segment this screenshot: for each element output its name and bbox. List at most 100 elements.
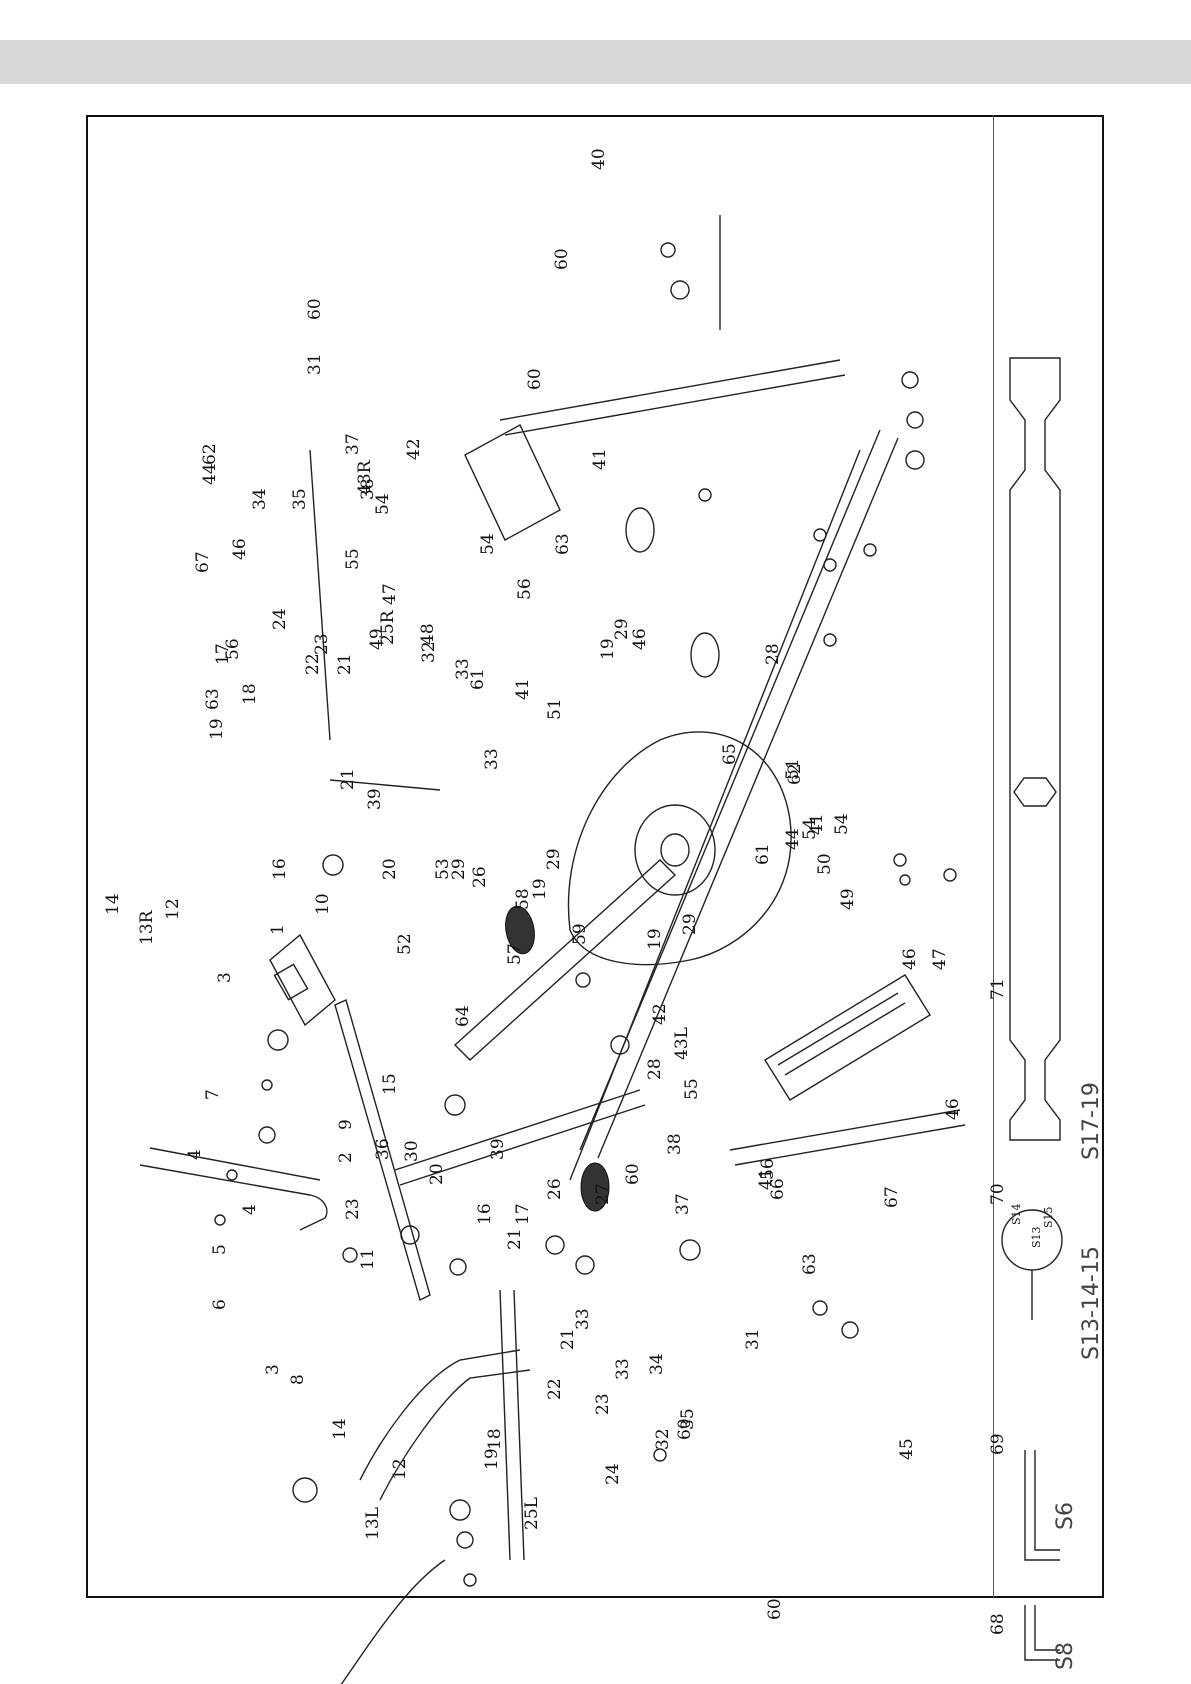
part-label-16-1: 16: [270, 858, 290, 880]
part-label-22-1: 22: [303, 653, 323, 675]
part-label-14-1: 14: [103, 893, 123, 915]
part-label-47-1: 47: [380, 583, 400, 605]
tool-number-70: 70: [988, 1183, 1008, 1205]
part-label-22-2: 22: [545, 1378, 565, 1400]
part-label-3-1: 3: [215, 972, 235, 983]
part-label-10-1: 10: [313, 893, 333, 915]
part-label-60-3: 60: [552, 248, 572, 270]
part-label-67-2: 67: [882, 1186, 902, 1208]
part-label-38-1: 38: [358, 478, 378, 500]
part-number-labels: 123344567891011121213L13R141415161617171…: [103, 148, 963, 1620]
part-label-56-3: 56: [758, 1158, 778, 1180]
part-label-38-2: 38: [665, 1133, 685, 1155]
part-label-31-2: 31: [743, 1328, 763, 1350]
part-label-11-1: 11: [358, 1248, 378, 1270]
part-label-17-1: 17: [213, 643, 233, 665]
part-label-59-1: 59: [570, 923, 590, 945]
part-label-46-4: 46: [943, 1098, 963, 1120]
part-label-49-2: 49: [838, 888, 858, 910]
part-label-32-2: 32: [653, 1428, 673, 1450]
part-label-19-4: 19: [530, 878, 550, 900]
part-label-6-1: 6: [210, 1299, 230, 1310]
part-label-43l-1: 43L: [672, 1027, 692, 1060]
part-label-34-1: 34: [250, 488, 270, 510]
part-label-27-1: 27: [593, 1183, 613, 1205]
part-label-46-3: 46: [900, 948, 920, 970]
part-label-65-1: 65: [720, 743, 740, 765]
part-label-8-1: 8: [288, 1374, 308, 1385]
part-label-9-1: 9: [336, 1119, 356, 1130]
part-label-25r-1: 25R: [378, 609, 398, 645]
part-label-20-1: 20: [380, 858, 400, 880]
part-label-37-2: 37: [673, 1193, 693, 1215]
part-label-66-1: 66: [768, 1178, 788, 1200]
part-label-67-1: 67: [193, 551, 213, 573]
part-label-41-2: 41: [590, 448, 610, 470]
tool-drawings: [1001, 357, 1063, 1661]
part-label-21-1: 21: [335, 653, 355, 675]
tool-head-label-s14: S14: [1010, 1203, 1023, 1225]
part-label-26-1: 26: [470, 866, 490, 888]
tool-number-69: 69: [988, 1433, 1008, 1455]
part-label-43r-1: 43R: [355, 459, 375, 495]
part-label-47-2: 47: [930, 948, 950, 970]
part-label-28-1: 28: [645, 1058, 665, 1080]
part-label-2-1: 2: [336, 1152, 356, 1163]
part-label-54-1: 54: [373, 493, 393, 515]
part-label-60-1: 60: [305, 298, 325, 320]
part-label-51-2: 51: [783, 758, 803, 780]
part-label-64-1: 64: [453, 1005, 473, 1027]
part-label-30-1: 30: [402, 1140, 422, 1162]
part-label-55-1: 55: [343, 548, 363, 570]
part-label-24-1: 24: [270, 608, 290, 630]
diagram-frame: [86, 115, 1104, 1598]
part-label-19-2: 19: [482, 1448, 502, 1470]
part-label-60-2: 60: [525, 368, 545, 390]
part-label-36-1: 36: [373, 1138, 393, 1160]
part-label-41-4: 41: [807, 813, 827, 835]
tool-number-68: 68: [988, 1613, 1008, 1635]
part-label-29-2: 29: [544, 848, 564, 870]
part-label-41-1: 41: [513, 678, 533, 700]
part-label-18-1: 18: [240, 683, 260, 705]
tool-head-label-s13: S13: [1030, 1226, 1043, 1248]
part-label-5-1: 5: [210, 1244, 230, 1255]
part-label-31-1: 31: [305, 353, 325, 375]
part-label-41-3: 41: [756, 1168, 776, 1190]
part-label-7-1: 7: [203, 1089, 223, 1100]
part-label-53-1: 53: [433, 858, 453, 880]
part-label-54-3: 54: [800, 818, 820, 840]
part-label-33-1: 33: [453, 658, 473, 680]
part-drawings: [139, 215, 966, 1684]
part-label-14-2: 14: [330, 1418, 350, 1440]
part-label-16-2: 16: [475, 1203, 495, 1225]
part-label-28-2: 28: [763, 643, 783, 665]
part-label-39-2: 39: [488, 1138, 508, 1160]
part-label-29-4: 29: [680, 913, 700, 935]
part-label-35-1: 35: [290, 488, 310, 510]
part-label-62-2: 62: [785, 763, 805, 785]
part-label-46-2: 46: [630, 628, 650, 650]
part-label-54-4: 54: [832, 813, 852, 835]
part-label-24-2: 24: [603, 1463, 623, 1485]
part-label-19-3: 19: [598, 638, 618, 660]
part-label-39-1: 39: [365, 788, 385, 810]
part-label-33-2: 33: [482, 748, 502, 770]
part-label-3-2: 3: [263, 1364, 283, 1375]
part-label-44-2: 44: [783, 828, 803, 850]
tool-marking-69: S6: [1053, 1502, 1078, 1530]
part-label-60-4: 60: [623, 1163, 643, 1185]
part-label-26-2: 26: [545, 1178, 565, 1200]
part-label-54-2: 54: [478, 533, 498, 555]
part-label-13r-1: 13R: [137, 909, 157, 945]
part-label-52-1: 52: [395, 933, 415, 955]
part-label-40-1: 40: [589, 148, 609, 170]
part-label-20-2: 20: [427, 1163, 447, 1185]
part-label-23-3: 23: [593, 1393, 613, 1415]
part-label-63-2: 63: [553, 533, 573, 555]
part-label-29-3: 29: [612, 618, 632, 640]
part-label-1-1: 1: [268, 924, 288, 935]
tool-marking-70: S13-14-15: [1079, 1246, 1104, 1360]
part-label-49-1: 49: [367, 628, 387, 650]
part-label-46-1: 46: [230, 538, 250, 560]
